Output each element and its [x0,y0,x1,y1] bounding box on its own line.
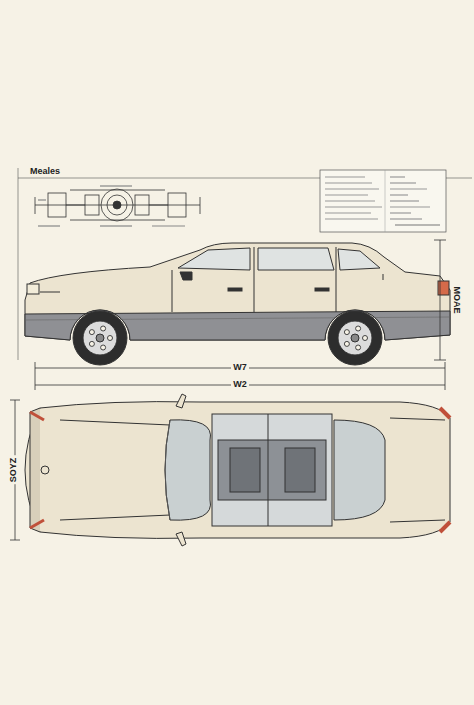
dimension-label: W7 [231,363,249,373]
dimension-label: SOYZ [9,456,19,485]
car-top-view [25,394,450,546]
car-side-view [25,243,450,365]
drawing-title: Meales [28,167,62,177]
dimension-label: W2 [231,380,249,390]
dimension-label: MOAE [451,284,461,315]
info-table [320,170,446,232]
chassis-sketch [35,186,200,226]
